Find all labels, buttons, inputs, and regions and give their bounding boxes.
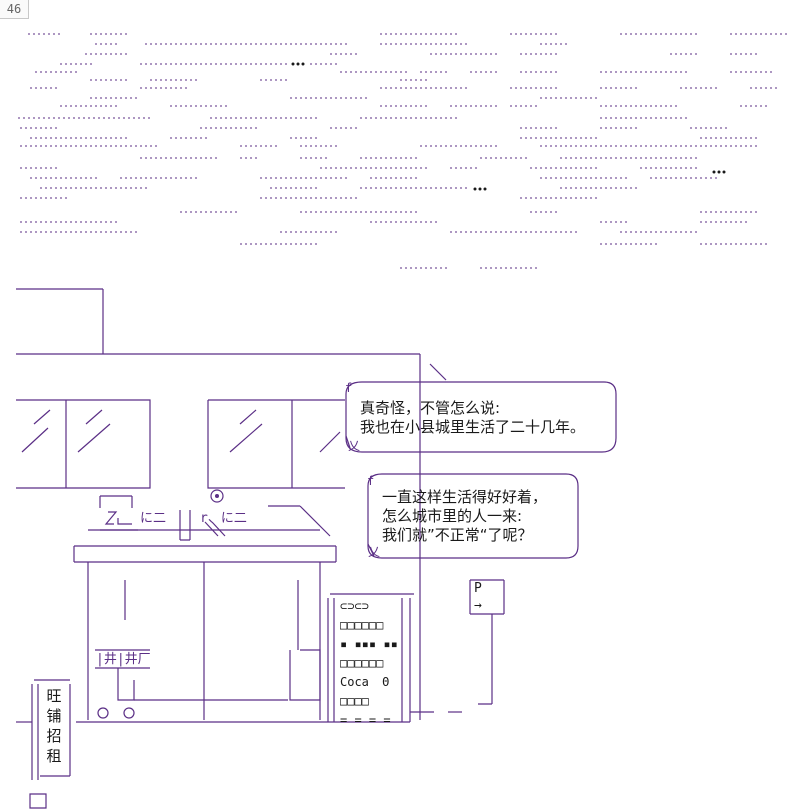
lamp-icon xyxy=(210,489,224,503)
bubble2-tail-glyph-2: 乂 xyxy=(368,545,380,559)
machine-brand-row: Coca Θ xyxy=(340,673,398,692)
rent-sign-char-2: 铺 xyxy=(46,707,62,725)
parking-sign-post xyxy=(448,579,505,713)
machine-brand-symbol: Θ xyxy=(382,675,390,689)
shop-front xyxy=(76,562,410,723)
rent-sign xyxy=(16,679,71,809)
rent-sign-char-1: 旺 xyxy=(46,687,62,705)
machine-row-6: □□□□ xyxy=(340,694,369,708)
cloud-ellipsis-marks xyxy=(291,62,726,191)
rent-sign-char-4: 租 xyxy=(46,747,62,765)
speech-bubble-2 xyxy=(367,473,579,559)
vending-machine-panel: ⊂⊃⊂⊃ □□□□□□ ▪ ▪▪▪ ▪▪ □□□□□□ Coca Θ □□□□ … xyxy=(340,597,398,730)
speech-bubble-2-line-2: 怎么城市里的人一来: xyxy=(382,507,523,525)
speech-bubble-1-line-2: 我也在小县城里生活了二十几年。 xyxy=(360,418,586,436)
for-rent-sign: 旺 铺 招 租 xyxy=(44,686,64,766)
bolt-icon-left xyxy=(97,707,109,719)
page-number: 46 xyxy=(0,0,29,19)
window-shutter-glyphs: |井|井厂 xyxy=(96,652,151,667)
sky-clouds xyxy=(18,33,790,269)
machine-row-2: □□□□□□ xyxy=(340,618,384,632)
machine-row-1: ⊂⊃⊂⊃ xyxy=(340,599,369,613)
bubble1-tail-glyph-2: 乂 xyxy=(348,439,360,453)
awning-glyphs-1: に二 xyxy=(140,511,166,526)
speech-bubble-2-line-1: 一直这样生活得好好着， xyxy=(382,488,548,506)
parking-letter: P xyxy=(474,581,482,596)
speech-bubble-1 xyxy=(345,381,617,453)
machine-row-7: = = = = xyxy=(340,713,391,727)
parking-sign: P → xyxy=(474,580,482,614)
bolt-icon-right xyxy=(123,707,135,719)
arrow-right-icon: → xyxy=(474,598,482,613)
awning-glyphs-2: r、に二 xyxy=(200,511,247,526)
machine-row-3: ▪ ▪▪▪ ▪▪ xyxy=(340,637,398,651)
shop-awning xyxy=(73,495,337,563)
machine-row-4: □□□□□□ xyxy=(340,656,384,670)
bubble2-tail-glyph: f xyxy=(367,474,374,488)
vending-machine-frame xyxy=(327,593,434,722)
building-outline xyxy=(16,288,447,720)
speech-bubble-1-line-1: 真奇怪，不管怎么说: xyxy=(360,399,501,417)
bubble1-tail-glyph: f xyxy=(345,381,352,395)
machine-brand: Coca xyxy=(340,675,369,689)
speech-bubble-2-line-3: 我们就”不正常“了呢？ xyxy=(382,526,533,544)
rent-sign-char-3: 招 xyxy=(46,727,62,745)
